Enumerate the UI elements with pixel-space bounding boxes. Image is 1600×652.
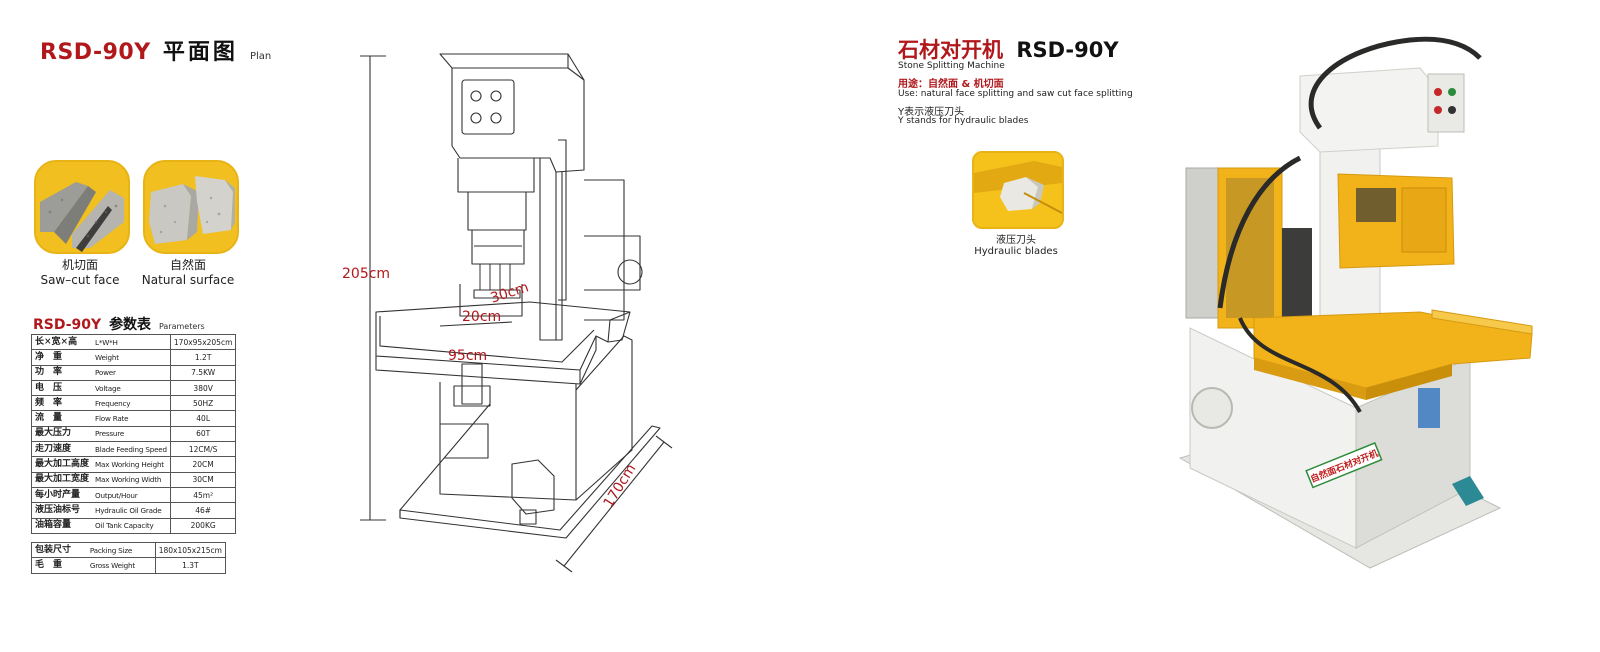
param-en: Max Working Width [92, 471, 171, 488]
param-value: 1.2T [169, 349, 237, 366]
packing-cn: 包装尺寸 [30, 541, 87, 559]
packing-en: Packing Size [86, 541, 156, 559]
use-line-en: Use: natural face splitting and saw cut … [898, 89, 1133, 99]
parameters-title-cn: 参数表 [109, 317, 152, 333]
machine-photo: 自然面石材对开机 [1178, 36, 1533, 569]
use-line-cn: 用途：自然面 & 机切面 [898, 75, 1004, 90]
plan-title-en: Plan [250, 51, 272, 62]
parameters-model: RSD-90Y [33, 317, 102, 333]
param-cn: 最大加工高度 [31, 456, 93, 473]
param-en: Output/Hour [92, 486, 171, 504]
machine-title-cn: 石材对开机 [898, 38, 1003, 62]
plan-title-model: RSD-90Y [40, 40, 151, 65]
packing-value: 1.3T [154, 557, 227, 574]
param-cn: 频 率 [31, 395, 93, 412]
param-value: 12CM/S [169, 441, 237, 458]
param-en: Power [92, 364, 171, 381]
param-value: 20CM [169, 456, 237, 473]
param-cn: 最大压力 [31, 425, 93, 443]
sawcut-stone-photo [34, 160, 130, 254]
blade-label-cn: 液压刀头 [996, 235, 1036, 246]
natural-label-en: Natural surface [141, 273, 235, 287]
param-en: Max Working Height [92, 456, 171, 473]
use-label: 用途： [898, 79, 928, 90]
param-en: Weight [92, 349, 171, 366]
param-cn: 最大加工宽度 [31, 471, 93, 488]
param-cn: 走刀速度 [31, 441, 93, 458]
param-en: Oil Tank Capacity [92, 517, 171, 534]
param-en: L*W*H [92, 333, 171, 351]
hydraulic-blade-photo [972, 151, 1064, 229]
param-en: Voltage [92, 379, 171, 397]
blade-caption: 液压刀头 Hydraulic blades [966, 231, 1066, 257]
sawcut-label-cn: 机切面 [61, 258, 98, 272]
param-en: Flow Rate [92, 410, 171, 427]
param-cn: 每小时产量 [31, 486, 93, 504]
machine-title: 石材对开机 RSD-90Y [898, 34, 1119, 64]
natural-label-cn: 自然面 [169, 258, 206, 272]
parameters-title-en: Parameters [158, 322, 205, 331]
throat-dimension: 20cm [462, 309, 502, 325]
param-value: 7.5KW [169, 364, 237, 381]
width-dimension: 95cm [448, 348, 488, 364]
param-cn: 净 重 [31, 349, 93, 366]
param-en: Frequency [92, 395, 171, 412]
param-en: Hydraulic Oil Grade [92, 502, 171, 519]
param-en: Blade Feeding Speed [92, 441, 171, 458]
param-en: Pressure [92, 425, 171, 443]
plan-title-cn: 平面图 [162, 40, 238, 65]
height-dimension: 205cm [342, 266, 391, 282]
param-cn: 流 量 [31, 410, 93, 427]
sawcut-label-en: Saw–cut face [40, 273, 120, 287]
use-value: 自然面 & 机切面 [928, 79, 1004, 90]
param-cn: 功 率 [31, 364, 93, 381]
plan-title: RSD-90Y 平面图 Plan [40, 34, 271, 66]
machine-title-model: RSD-90Y [1016, 38, 1119, 62]
natural-stone-photo [143, 160, 239, 254]
param-value: 46# [169, 502, 237, 519]
packing-value: 180x105x215cm [154, 541, 227, 559]
param-cn: 电 压 [31, 379, 93, 397]
param-cn: 长×宽×高 [31, 333, 93, 351]
param-value: 45m² [169, 486, 237, 504]
machine-subtitle: Stone Splitting Machine [898, 61, 1005, 71]
y-line-en: Y stands for hydraulic blades [898, 116, 1029, 126]
param-cn: 油箱容量 [31, 517, 93, 534]
parameters-title: RSD-90Y 参数表 Parameters [33, 314, 205, 334]
param-value: 30CM [169, 471, 237, 488]
packing-en: Gross Weight [86, 557, 156, 574]
packing-cn: 毛 重 [30, 557, 87, 574]
param-value: 200KG [169, 517, 237, 534]
blade-label-en: Hydraulic blades [974, 246, 1058, 257]
param-value: 60T [169, 425, 237, 443]
param-value: 170x95x205cm [169, 333, 237, 351]
machine-line-drawing [360, 53, 673, 573]
y-line-cn: Y表示液压刀头 [898, 107, 965, 118]
param-value: 380V [169, 379, 237, 397]
param-value: 40L [169, 410, 237, 427]
param-cn: 液压油标号 [31, 502, 93, 519]
natural-caption: 自然面 Natural surface [138, 258, 238, 288]
sawcut-caption: 机切面 Saw–cut face [30, 258, 130, 288]
param-value: 50HZ [169, 395, 237, 412]
